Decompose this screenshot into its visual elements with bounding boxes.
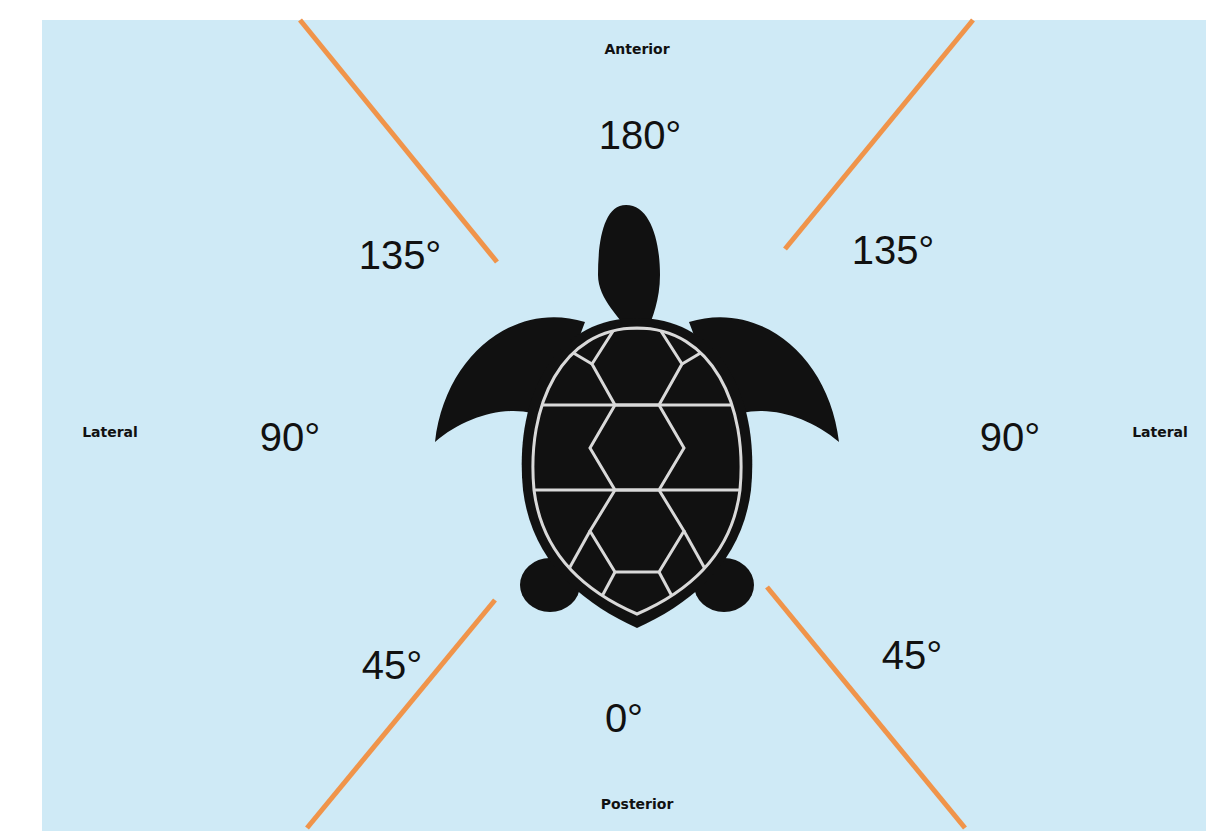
angle-label: 45° xyxy=(362,643,423,687)
angle-label: 45° xyxy=(882,633,943,677)
angle-label: 135° xyxy=(852,228,935,272)
angle-label: 90° xyxy=(260,415,321,459)
angle-label: 180° xyxy=(599,113,682,157)
angle-label: 135° xyxy=(359,233,442,277)
angle-label: 90° xyxy=(980,415,1041,459)
direction-label: Lateral xyxy=(82,425,138,440)
angle-label: 0° xyxy=(605,696,643,740)
direction-label: Posterior xyxy=(601,797,674,812)
shell-scutes xyxy=(520,328,760,600)
direction-label: Anterior xyxy=(604,42,669,57)
turtle-silhouette xyxy=(435,205,839,628)
direction-label: Lateral xyxy=(1132,425,1188,440)
water-background xyxy=(42,20,1206,831)
angle-lines xyxy=(300,20,973,828)
shell-rim xyxy=(533,328,741,614)
